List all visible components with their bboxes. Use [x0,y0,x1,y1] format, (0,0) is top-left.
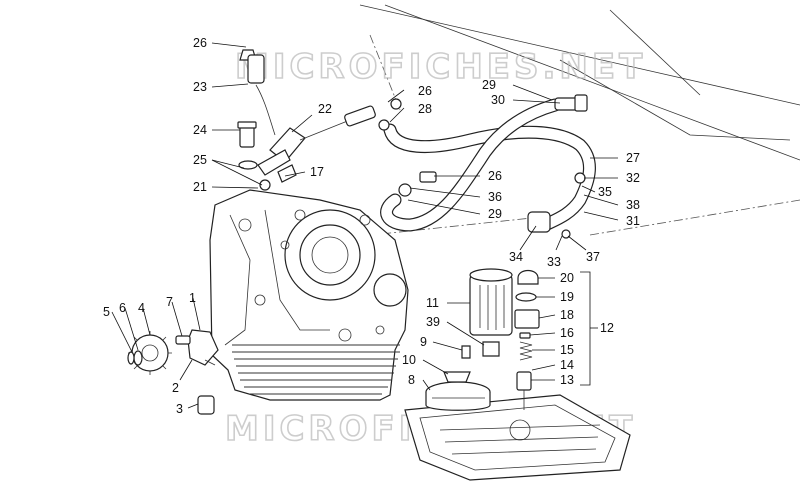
callout-23: 23 [193,80,207,94]
callout-30: 30 [491,93,505,107]
watermark-top: MICROFICHES.NET [235,47,646,87]
bypass-valve-stack [514,269,540,410]
callout-14: 14 [560,358,574,372]
callout-12: 12 [600,321,614,335]
callout-6: 6 [119,301,126,315]
oil-pan [404,394,631,481]
callout-20: 20 [560,271,574,285]
callout-4: 4 [138,301,145,315]
callout-17: 17 [310,165,324,179]
callout-28: 28 [418,102,432,116]
callout-19: 19 [560,290,574,304]
callout-26: 26 [488,169,502,183]
callout-10: 10 [402,353,416,367]
callout-18: 18 [560,308,574,322]
callout-5: 5 [103,305,110,319]
frame-outline [229,4,800,251]
callout-39: 39 [426,315,440,329]
callout-32: 32 [626,171,640,185]
callout-29: 29 [482,78,496,92]
callout-27: 27 [626,151,640,165]
callout-26: 26 [193,36,207,50]
callout-7: 7 [166,295,173,309]
callout-29: 29 [488,207,502,221]
oil-hose-assembly [378,94,596,239]
callout-15: 15 [560,343,574,357]
callout-11: 11 [426,296,439,310]
callout-34: 34 [509,250,523,264]
callout-8: 8 [408,373,415,387]
callout-21: 21 [193,180,207,194]
callout-35: 35 [598,185,612,199]
callout-9: 9 [420,335,427,349]
callout-33: 33 [547,255,561,269]
callout-26: 26 [418,84,432,98]
callout-2: 2 [172,381,179,395]
oil-filter-assembly [425,268,513,411]
callout-13: 13 [560,373,574,387]
callout-3: 3 [176,402,183,416]
engine-block [209,189,409,401]
callout-37: 37 [586,250,600,264]
callout-22: 22 [318,102,332,116]
callout-25: 25 [193,153,207,167]
oil-pressure-sender-assembly [237,49,376,191]
callout-38: 38 [626,198,640,212]
callout-36: 36 [488,190,502,204]
callout-labels: 26 23 22 26 28 29 30 24 25 17 21 27 32 2… [103,36,640,416]
leader-lines [111,42,619,409]
oil-pump-group [127,329,219,415]
callout-16: 16 [560,326,574,340]
callout-24: 24 [193,123,207,137]
callout-1: 1 [189,291,196,305]
callout-31: 31 [626,214,640,228]
